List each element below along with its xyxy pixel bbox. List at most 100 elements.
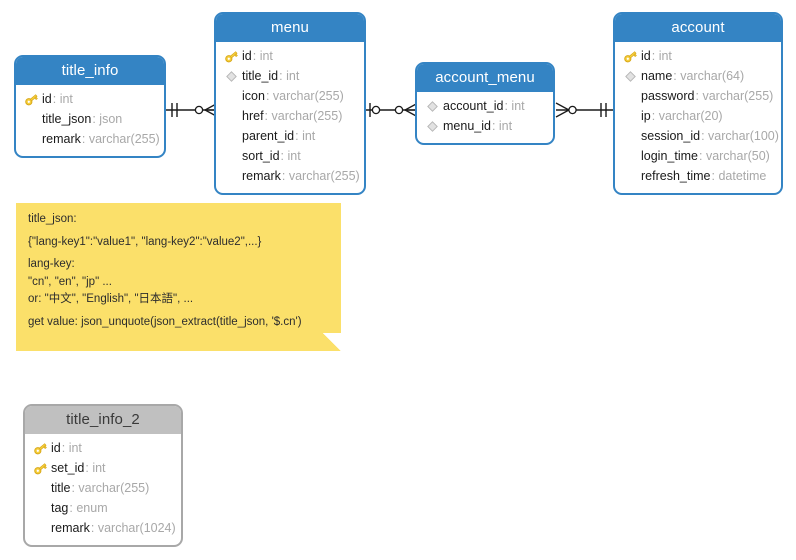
field-name: tag bbox=[51, 501, 69, 516]
field-row[interactable]: title_json: json bbox=[16, 109, 164, 129]
entity-fields-title_info: id: int title_json: json remark: varchar… bbox=[16, 85, 164, 156]
field-type: : varchar(64) bbox=[673, 69, 745, 84]
field-row[interactable]: href: varchar(255) bbox=[216, 106, 364, 126]
diamond-icon bbox=[223, 69, 240, 83]
field-name: id bbox=[641, 49, 651, 64]
field-name: id bbox=[42, 92, 52, 107]
blank-icon bbox=[622, 149, 639, 163]
relationship-title_info-menu[interactable] bbox=[166, 100, 219, 120]
field-name: parent_id bbox=[242, 129, 295, 144]
key-icon bbox=[23, 92, 40, 106]
field-name: login_time bbox=[641, 149, 698, 164]
field-name: set_id bbox=[51, 461, 85, 476]
key-icon bbox=[622, 49, 639, 63]
entity-fields-account_menu: account_id: int menu_id: int bbox=[417, 92, 553, 143]
field-name: title_id bbox=[242, 69, 279, 84]
field-type: : varchar(255) bbox=[71, 481, 150, 496]
relationship-menu-account_menu[interactable] bbox=[366, 100, 419, 120]
field-type: : varchar(1024) bbox=[90, 521, 176, 536]
field-row[interactable]: password: varchar(255) bbox=[615, 86, 781, 106]
blank-icon bbox=[622, 109, 639, 123]
blank-icon bbox=[223, 109, 240, 123]
blank-icon bbox=[23, 112, 40, 126]
blank-icon bbox=[223, 89, 240, 103]
field-row[interactable]: ip: varchar(20) bbox=[615, 106, 781, 126]
field-row[interactable]: title: varchar(255) bbox=[25, 478, 181, 498]
field-name: remark bbox=[242, 169, 281, 184]
entity-fields-title_info_2: id: int set_id: int title: varchar(255) … bbox=[25, 434, 181, 545]
field-name: title_json bbox=[42, 112, 92, 127]
note-title_json[interactable]: title_json: {"lang-key1":"value1", "lang… bbox=[16, 203, 341, 351]
field-row[interactable]: icon: varchar(255) bbox=[216, 86, 364, 106]
entity-fields-account: id: int name: varchar(64) password: varc… bbox=[615, 42, 781, 193]
key-icon bbox=[32, 461, 49, 475]
field-name: refresh_time bbox=[641, 169, 711, 184]
blank-icon bbox=[622, 129, 639, 143]
field-name: title bbox=[51, 481, 71, 496]
note-line: "cn", "en", "jp" ... bbox=[28, 275, 112, 288]
entity-table-title_info[interactable]: title_info id: int title_json: json rema… bbox=[14, 55, 166, 159]
field-row[interactable]: session_id: varchar(100) bbox=[615, 126, 781, 146]
field-type: : int bbox=[491, 119, 513, 134]
entity-title-menu: menu bbox=[216, 14, 364, 43]
field-type: : varchar(255) bbox=[695, 89, 774, 104]
note-line: {"lang-key1":"value1", "lang-key2":"valu… bbox=[28, 235, 262, 248]
relationship-account_menu-account[interactable] bbox=[555, 100, 614, 120]
field-row[interactable]: id: int bbox=[615, 46, 781, 66]
field-name: sort_id bbox=[242, 149, 280, 164]
field-row[interactable]: refresh_time: datetime bbox=[615, 166, 781, 186]
field-row[interactable]: remark: varchar(255) bbox=[16, 129, 164, 149]
field-row[interactable]: sort_id: int bbox=[216, 146, 364, 166]
field-name: remark bbox=[51, 521, 90, 536]
entity-title-account_menu: account_menu bbox=[417, 64, 553, 93]
field-type: : int bbox=[52, 92, 73, 107]
field-row[interactable]: id: int bbox=[25, 438, 181, 458]
field-type: : varchar(20) bbox=[651, 109, 723, 124]
field-name: remark bbox=[42, 132, 81, 147]
field-name: menu_id bbox=[443, 119, 491, 134]
field-row[interactable]: account_id: int bbox=[417, 96, 553, 116]
diamond-icon bbox=[424, 119, 441, 133]
entity-title-title_info_2: title_info_2 bbox=[25, 406, 181, 435]
field-row[interactable]: remark: varchar(1024) bbox=[25, 518, 181, 538]
field-type: : int bbox=[252, 49, 273, 64]
field-type: : varchar(255) bbox=[265, 89, 344, 104]
note-line: or: "中文", "English", "日本語", ... bbox=[28, 293, 194, 305]
field-row[interactable]: title_id: int bbox=[216, 66, 364, 86]
field-name: name bbox=[641, 69, 673, 84]
field-name: icon bbox=[242, 89, 265, 104]
field-type: : varchar(100) bbox=[701, 129, 779, 144]
field-row[interactable]: parent_id: int bbox=[216, 126, 364, 146]
field-row[interactable]: login_time: varchar(50) bbox=[615, 146, 781, 166]
entity-table-account_menu[interactable]: account_menu account_id: int menu_id: in… bbox=[415, 62, 555, 146]
field-row[interactable]: remark: varchar(255) bbox=[216, 166, 364, 186]
blank-icon bbox=[223, 129, 240, 143]
field-name: href bbox=[242, 109, 264, 124]
field-type: : varchar(255) bbox=[81, 132, 160, 147]
field-type: : datetime bbox=[711, 169, 767, 184]
field-row[interactable]: name: varchar(64) bbox=[615, 66, 781, 86]
diamond-icon bbox=[622, 69, 639, 83]
field-row[interactable]: id: int bbox=[16, 89, 164, 109]
field-row[interactable]: set_id: int bbox=[25, 458, 181, 478]
field-name: account_id bbox=[443, 99, 504, 114]
diamond-icon bbox=[424, 99, 441, 113]
field-row[interactable]: menu_id: int bbox=[417, 116, 553, 136]
field-name: id bbox=[51, 441, 61, 456]
blank-icon bbox=[32, 501, 49, 515]
key-icon bbox=[32, 441, 49, 455]
blank-icon bbox=[223, 149, 240, 163]
field-type: : int bbox=[61, 441, 82, 456]
blank-icon bbox=[622, 169, 639, 183]
note-line: title_json: bbox=[28, 213, 77, 225]
field-type: : int bbox=[279, 69, 300, 84]
field-row[interactable]: tag: enum bbox=[25, 498, 181, 518]
note-fold-corner bbox=[323, 333, 341, 351]
entity-table-title_info_2[interactable]: title_info_2 id: int set_id: int title: … bbox=[23, 404, 183, 548]
field-row[interactable]: id: int bbox=[216, 46, 364, 66]
field-type: : json bbox=[92, 112, 123, 127]
blank-icon bbox=[622, 89, 639, 103]
entity-table-account[interactable]: account id: int name: varchar(64) passwo… bbox=[613, 12, 783, 196]
entity-table-menu[interactable]: menu id: int title_id: int icon: varchar… bbox=[214, 12, 366, 196]
